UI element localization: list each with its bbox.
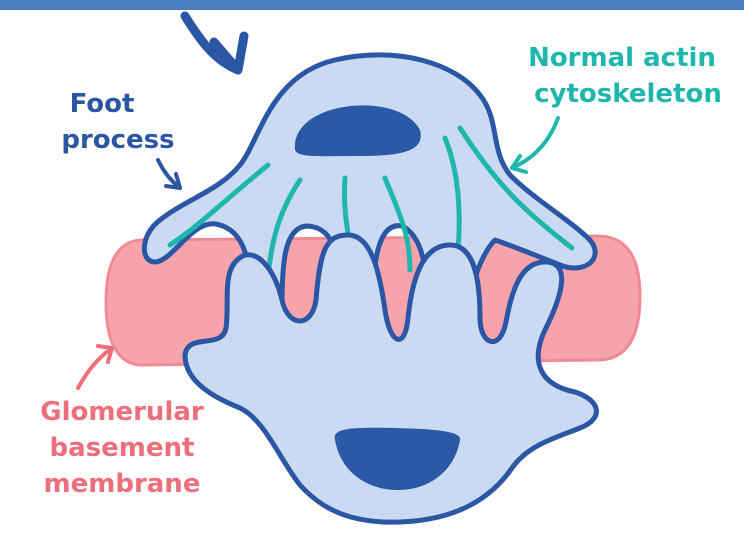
foot-process-line-2: process [61,125,174,155]
foot-process-label: Foot process [61,89,174,155]
actin-label: Normal actin cytoskeleton [528,43,722,109]
gbm-line-3: membrane [44,469,201,499]
gbm-line-2: basement [50,433,195,463]
actin-line-1: Normal actin [528,43,716,73]
actin-line-2: cytoskeleton [534,79,722,109]
curved-arrow-top-head-icon [214,36,244,70]
foot-process-line-1: Foot [70,89,135,119]
gbm-label: Glomerular basement membrane [40,397,204,499]
arrow-gbm-icon [78,348,112,388]
gbm-line-1: Glomerular [40,397,204,427]
